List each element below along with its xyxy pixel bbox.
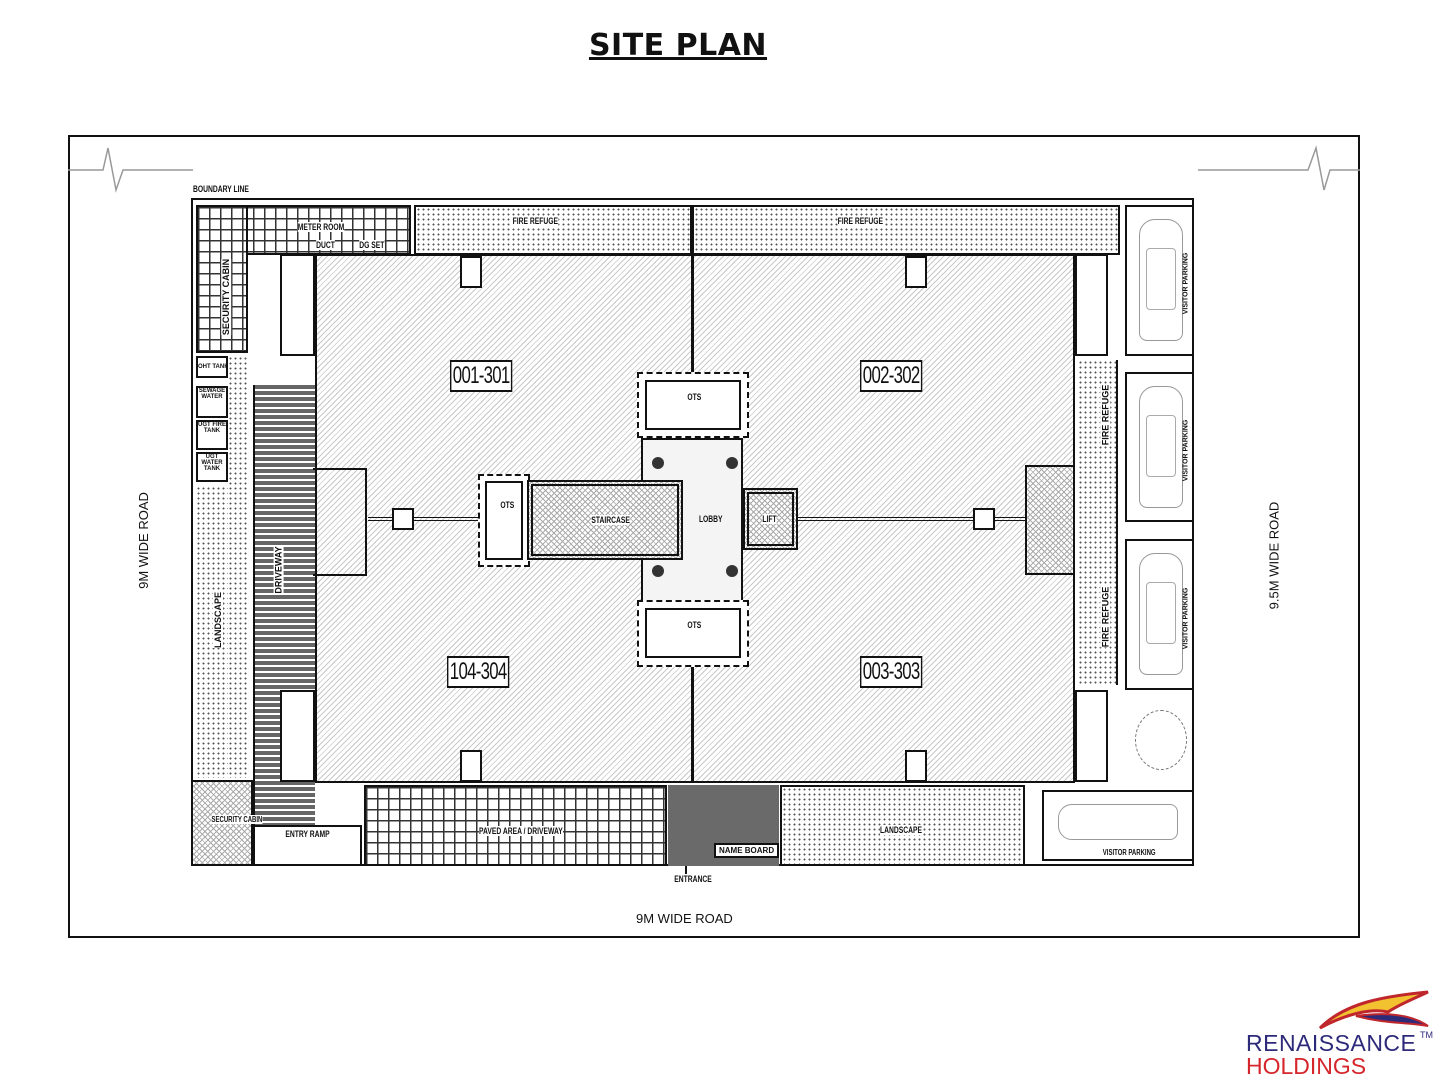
column-icon: [726, 457, 738, 469]
parking-label: VISITOR PARKING: [1182, 419, 1190, 482]
duct-shaft: [905, 256, 927, 288]
lift-label: LIFT: [762, 514, 777, 524]
security-cabin-vertical-label: SECURITY CABIN: [221, 258, 232, 336]
parking-bottom-label: VISITOR PARKING: [1102, 848, 1156, 857]
dg-set-label: DG SET: [359, 240, 385, 250]
balcony-bottom-right: [1075, 690, 1108, 782]
road-label-left: 9M WIDE ROAD: [135, 492, 151, 589]
entry-ramp: [253, 825, 362, 866]
entrance-label: ENTRANCE: [674, 874, 712, 884]
parking-label: VISITOR PARKING: [1182, 252, 1190, 315]
boundary-line-label: BOUNDARY LINE: [193, 184, 249, 194]
balcony-top-left: [280, 254, 315, 356]
parking-label: VISITOR PARKING: [1182, 587, 1190, 650]
duct-shaft: [905, 750, 927, 782]
logo-trademark: TM: [1420, 1030, 1433, 1040]
landscape-bottom-label: LANDSCAPE: [880, 825, 923, 835]
left-rooms: OHT TANK SEWAGE WATER UGT FIRE TANK UGT …: [196, 356, 229, 486]
parking-bay: [1125, 372, 1194, 522]
tree-icon: [1135, 710, 1187, 770]
fire-refuge-right-label: FIRE REFUGE: [1100, 586, 1111, 648]
ots-bottom: [637, 600, 749, 667]
partition-right: [797, 517, 1025, 521]
logo-text-holdings: HOLDINGS: [1246, 1053, 1367, 1079]
page-title: SITE PLAN: [588, 28, 768, 63]
fire-refuge-right-label: FIRE REFUGE: [1100, 384, 1111, 446]
ots-top: [637, 372, 749, 438]
building-notch-left: [313, 468, 367, 576]
entry-ramp-label: ENTRY RAMP: [285, 829, 330, 839]
lobby-label: LOBBY: [698, 514, 723, 524]
duct-label: DUCT: [316, 240, 335, 250]
ots-label: OTS: [687, 392, 702, 402]
left-landscape-label: LANDSCAPE: [213, 591, 224, 649]
parking-bay: [1125, 205, 1194, 356]
column-icon: [726, 565, 738, 577]
duct-shaft: [392, 508, 414, 530]
parking-bay-bottom: VISITOR PARKING: [1042, 790, 1194, 861]
duct-shaft: [460, 750, 482, 782]
unit-label: 002-302: [860, 360, 923, 392]
unit-label: 001-301: [450, 360, 513, 392]
sewage-room: SEWAGE WATER: [196, 386, 228, 418]
road-label-right: 9.5M WIDE ROAD: [1266, 501, 1282, 610]
unit-label: 003-303: [860, 656, 923, 688]
car-icon: [1139, 219, 1183, 341]
parking-bay: [1125, 539, 1194, 690]
meter-room-label: METER ROOM: [297, 222, 345, 232]
paved-area-label: PAVED AREA / DRIVEWAY: [478, 826, 563, 836]
balcony-top-right: [1075, 254, 1108, 356]
partition-bottom: [691, 666, 694, 783]
partition-top: [691, 206, 694, 374]
car-icon: [1139, 386, 1183, 508]
unit-label: 104-304: [447, 656, 510, 688]
ots-label: OTS: [687, 620, 702, 630]
column-icon: [652, 565, 664, 577]
partition-left: [368, 517, 480, 521]
car-icon: [1058, 804, 1178, 840]
company-logo: RENAISSANCE TM HOLDINGS: [1244, 988, 1440, 1080]
break-lines: [68, 145, 1360, 193]
fire-refuge-area-2: [692, 205, 1120, 255]
ots-label: OTS: [500, 500, 515, 510]
ugt-water-tank: UGT WATER TANK: [196, 452, 228, 482]
fire-refuge-area-1: [414, 205, 692, 255]
oht-room: OHT TANK: [196, 356, 229, 378]
paved-area: [364, 785, 667, 866]
car-icon: [1139, 553, 1183, 675]
name-board: NAME BOARD: [714, 843, 780, 858]
drawing-frame: [68, 135, 1360, 938]
road-label-bottom: 9M WIDE ROAD: [636, 911, 733, 926]
security-cabin-label: SECURITY CABIN: [211, 815, 263, 824]
left-landscape-strip-2: [196, 486, 228, 778]
column-icon: [652, 457, 664, 469]
fire-refuge-label-1: FIRE REFUGE: [512, 216, 558, 226]
entrance-marker: [685, 866, 687, 874]
fire-refuge-right: [1078, 360, 1118, 685]
logo-text-renaissance: RENAISSANCE: [1246, 1030, 1417, 1056]
left-landscape-strip: [228, 356, 248, 778]
logo-swoosh-icon: [1318, 990, 1429, 1030]
ots-left: [478, 474, 530, 567]
duct-right: [1025, 465, 1075, 575]
duct-shaft: [973, 508, 995, 530]
staircase-label: STAIRCASE: [591, 515, 630, 525]
fire-refuge-label-2: FIRE REFUGE: [837, 216, 883, 226]
driveway-label: DRIVEWAY: [273, 546, 284, 594]
balcony-bottom-left: [280, 690, 315, 782]
ugt-fire-tank: UGT FIRE TANK: [196, 420, 228, 450]
duct-shaft: [460, 256, 482, 288]
